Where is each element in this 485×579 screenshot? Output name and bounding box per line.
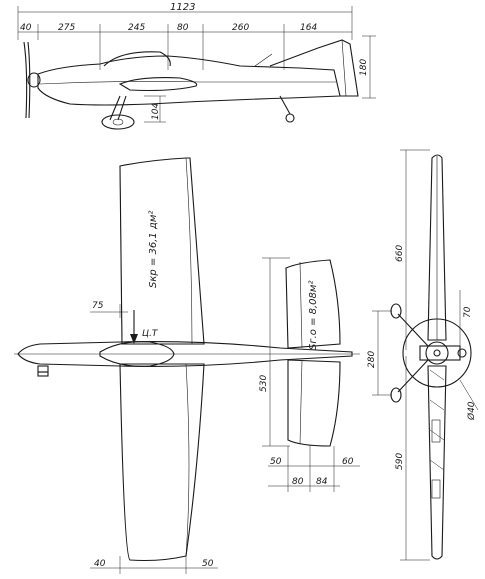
dim-segment-1: 40 bbox=[20, 23, 32, 33]
dim-prop-diameter: Ø40 bbox=[466, 401, 477, 421]
label-stab-area: Sг.о = 8,08м² bbox=[308, 281, 319, 350]
dim-gear-height: 104 bbox=[151, 103, 161, 120]
top-view: Sкр = 36,1 дм² 75 Ц.T Sг.о = 8,08м² 530 … bbox=[14, 157, 360, 574]
dim-stab-root-1: 80 bbox=[292, 477, 304, 487]
dim-stab-te-offset: 60 bbox=[342, 457, 354, 467]
dim-overall-length: 1123 bbox=[170, 2, 195, 13]
side-view: 1123 40 275 245 80 260 164 bbox=[17, 2, 376, 130]
dim-tail-height: 180 bbox=[359, 59, 369, 76]
dim-gear-track: 280 bbox=[367, 351, 377, 368]
dim-stab-le-offset: 50 bbox=[270, 457, 282, 467]
dim-segment-3: 245 bbox=[128, 23, 145, 33]
dim-segment-5: 260 bbox=[232, 23, 249, 33]
dim-wing-tip-te: 50 bbox=[202, 559, 214, 569]
dim-engine-offset: 70 bbox=[463, 306, 473, 318]
dim-wing-tip-le: 40 bbox=[94, 559, 106, 569]
dim-segment-2: 275 bbox=[58, 23, 75, 33]
dim-cg-offset: 75 bbox=[92, 301, 104, 311]
front-view: 660 590 280 70 Ø40 bbox=[367, 149, 479, 561]
label-cg: Ц.T bbox=[142, 329, 159, 339]
dim-stab-span: 530 bbox=[259, 375, 269, 392]
dim-stab-root-2: 84 bbox=[316, 477, 328, 487]
dim-segment-6: 164 bbox=[300, 23, 317, 33]
dim-upper-wing-span: 660 bbox=[395, 245, 405, 262]
dim-lower-wing-span: 590 bbox=[395, 453, 405, 470]
label-wing-area: Sкр = 36,1 дм² bbox=[148, 211, 159, 288]
dim-segment-4: 80 bbox=[177, 23, 189, 33]
